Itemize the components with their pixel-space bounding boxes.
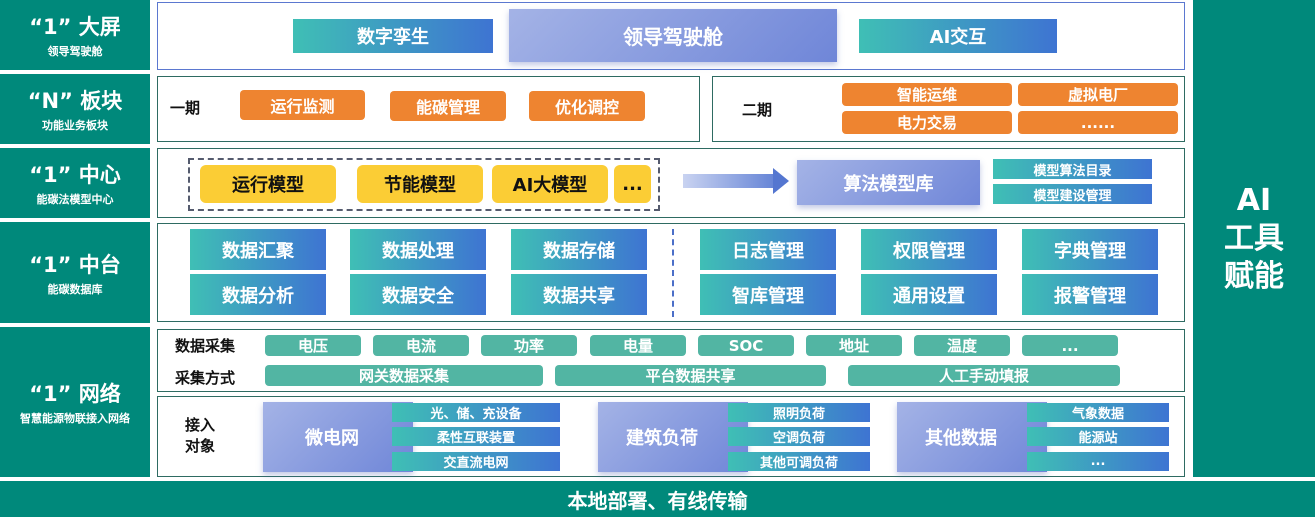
layer-label-screen: “1” 大屏领导驾驶舱 <box>0 0 150 70</box>
collect-item[interactable]: 电流 <box>373 335 469 356</box>
model-item[interactable]: AI大模型 <box>492 165 608 203</box>
collect-item[interactable]: 电量 <box>590 335 686 356</box>
digital-twin-button[interactable]: 数字孪生 <box>293 19 493 53</box>
module-item[interactable]: 运行监测 <box>240 90 365 120</box>
ai-tools-panel: AI 工具 赋能 <box>1193 0 1315 477</box>
access-group[interactable]: 微电网 <box>263 402 413 472</box>
access-group[interactable]: 建筑负荷 <box>598 402 748 472</box>
platform-item[interactable]: 通用设置 <box>861 274 997 315</box>
access-group[interactable]: 其他数据 <box>897 402 1047 472</box>
collect-label: 数据采集 <box>175 337 236 355</box>
cockpit-button[interactable]: 领导驾驶舱 <box>509 9 837 62</box>
layer-title: “1” 网络 <box>29 382 121 406</box>
layer-title: “1” 大屏 <box>29 15 121 39</box>
ai-interaction-button[interactable]: AI交互 <box>859 19 1057 53</box>
access-item[interactable]: 照明负荷 <box>728 403 870 422</box>
access-item[interactable]: 交直流电网 <box>392 452 560 471</box>
collect-item[interactable]: 功率 <box>481 335 577 356</box>
model-item[interactable]: ... <box>614 165 651 203</box>
layer-subtitle: 能碳数据库 <box>47 282 103 296</box>
layer-title: “1” 中心 <box>29 163 121 187</box>
model-item[interactable]: 节能模型 <box>357 165 483 203</box>
ai-panel-line: AI <box>1236 182 1272 218</box>
layer-subtitle: 功能业务板块 <box>42 119 108 132</box>
layer-label-platform: “1” 中台能碳数据库 <box>0 222 150 323</box>
access-item[interactable]: 能源站 <box>1027 427 1169 446</box>
ai-panel-line: 工具 <box>1224 220 1284 256</box>
layer-subtitle: 能碳法模型中心 <box>36 193 114 206</box>
platform-item[interactable]: 数据分析 <box>190 274 326 315</box>
method-item[interactable]: 人工手动填报 <box>848 365 1120 386</box>
arrow-head-icon <box>773 168 789 194</box>
access-item[interactable]: 柔性互联装置 <box>392 427 560 446</box>
layer-subtitle: 领导驾驶舱 <box>47 45 103 58</box>
module-item[interactable]: ...... <box>1018 111 1178 134</box>
platform-item[interactable]: 权限管理 <box>861 229 997 270</box>
collect-item[interactable]: 地址 <box>806 335 902 356</box>
arrow-right-icon <box>683 174 775 188</box>
layer-title: “N” 板块 <box>27 89 123 113</box>
algorithm-library-button[interactable]: 算法模型库 <box>797 160 980 205</box>
platform-item[interactable]: 数据汇聚 <box>190 229 326 270</box>
layer-label-network: “1” 网络智慧能源物联接入网络 <box>0 327 150 477</box>
module-item[interactable]: 优化调控 <box>529 91 645 121</box>
ai-panel-line: 赋能 <box>1224 258 1284 294</box>
model-item[interactable]: 运行模型 <box>200 165 336 203</box>
platform-item[interactable]: 日志管理 <box>700 229 836 270</box>
phase1-label: 一期 <box>170 99 201 117</box>
platform-item[interactable]: 报警管理 <box>1022 274 1158 315</box>
access-item[interactable]: 其他可调负荷 <box>728 452 870 471</box>
method-item[interactable]: 平台数据共享 <box>555 365 826 386</box>
layer-label-center: “1” 中心能碳法模型中心 <box>0 148 150 218</box>
module-item[interactable]: 智能运维 <box>842 83 1012 106</box>
platform-row <box>157 223 1185 322</box>
models-dashed-group <box>188 158 660 211</box>
platform-item[interactable]: 数据存储 <box>511 229 647 270</box>
module-item[interactable]: 电力交易 <box>842 111 1012 134</box>
access-label: 接入 对象 <box>185 416 216 455</box>
collect-item[interactable]: ... <box>1022 335 1118 356</box>
layer-subtitle: 智慧能源物联接入网络 <box>20 412 130 425</box>
access-item[interactable]: ... <box>1027 452 1169 471</box>
method-item[interactable]: 网关数据采集 <box>265 365 543 386</box>
method-label: 采集方式 <box>175 369 236 387</box>
library-item[interactable]: 模型建设管理 <box>993 184 1152 204</box>
module-item[interactable]: 虚拟电厂 <box>1018 83 1178 106</box>
layer-title: “1” 中台 <box>29 252 121 277</box>
collect-item[interactable]: 温度 <box>914 335 1010 356</box>
phase2-label: 二期 <box>742 101 773 119</box>
access-item[interactable]: 气象数据 <box>1027 403 1169 422</box>
divider <box>672 229 674 317</box>
access-item[interactable]: 光、储、充设备 <box>392 403 560 422</box>
deployment-footer: 本地部署、有线传输 <box>0 481 1315 517</box>
platform-item[interactable]: 数据共享 <box>511 274 647 315</box>
collect-item[interactable]: 电压 <box>265 335 361 356</box>
layer-label-modules: “N” 板块功能业务板块 <box>0 74 150 144</box>
collect-item[interactable]: SOC <box>698 335 794 356</box>
access-item[interactable]: 空调负荷 <box>728 427 870 446</box>
platform-item[interactable]: 数据处理 <box>350 229 486 270</box>
platform-item[interactable]: 智库管理 <box>700 274 836 315</box>
library-item[interactable]: 模型算法目录 <box>993 159 1152 179</box>
module-item[interactable]: 能碳管理 <box>390 91 506 121</box>
platform-item[interactable]: 字典管理 <box>1022 229 1158 270</box>
platform-item[interactable]: 数据安全 <box>350 274 486 315</box>
